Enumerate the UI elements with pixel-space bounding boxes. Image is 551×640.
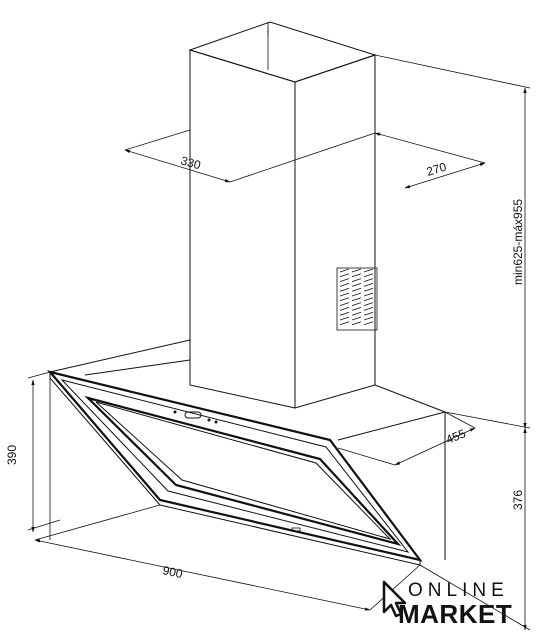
chimney-top xyxy=(188,21,377,83)
vent-slat xyxy=(363,321,374,326)
vent-slat xyxy=(339,268,350,273)
dim-label-330: 330 xyxy=(179,153,202,172)
vent-slat xyxy=(339,321,350,326)
control-panel-frame xyxy=(84,395,402,547)
dim-label-455: 455 xyxy=(444,426,468,447)
vent-slat xyxy=(363,302,374,306)
dim-label-900: 900 xyxy=(161,563,184,581)
vent-slat xyxy=(363,316,374,321)
vent-slat xyxy=(339,316,350,321)
dimension-390: 390 xyxy=(5,371,61,533)
vent-slat xyxy=(351,311,362,316)
vent-slat xyxy=(339,311,350,316)
vent-slat xyxy=(363,287,374,292)
vent-slat xyxy=(363,273,374,278)
vent-slat xyxy=(351,273,362,278)
vent-slat xyxy=(351,307,362,311)
cursor-icon xyxy=(382,580,407,618)
vent-slat xyxy=(351,302,362,306)
vent-slat xyxy=(351,283,362,287)
dimension-270: 270 xyxy=(294,132,486,189)
chimney-side-face xyxy=(294,54,376,409)
vent-slat xyxy=(351,292,362,297)
vent-slat xyxy=(351,316,362,321)
dimension-height-range: min625-máx955 xyxy=(374,54,531,429)
vent-slat xyxy=(363,311,374,316)
vent-slat xyxy=(351,287,362,292)
vent-slat xyxy=(363,283,374,287)
vent-slat xyxy=(339,297,350,302)
vent-slat xyxy=(363,278,374,282)
vent-slat xyxy=(351,268,362,273)
hood-canopy xyxy=(46,339,446,566)
vent-slat xyxy=(351,321,362,326)
dim-label-376: 376 xyxy=(511,490,525,510)
dim-label-270: 270 xyxy=(425,160,449,179)
dimension-376: 376 xyxy=(419,411,531,631)
vent-slat xyxy=(339,278,350,282)
vent-slat xyxy=(363,297,374,302)
vent-slat xyxy=(339,307,350,311)
vent-slat xyxy=(339,292,350,297)
control-button-main xyxy=(184,411,202,419)
vent-slat xyxy=(339,302,350,306)
vent-slat xyxy=(339,287,350,292)
logo-line2: MARKET xyxy=(398,599,512,629)
online-market-logo: ONLINE MARKET xyxy=(382,580,512,629)
vent-grille xyxy=(336,267,378,331)
vent-slat xyxy=(363,268,374,273)
vent-slat xyxy=(363,292,374,297)
vent-slat xyxy=(363,307,374,311)
dimension-900: 900 xyxy=(34,378,421,611)
vent-slat xyxy=(339,273,350,278)
chimney-front-face xyxy=(189,49,296,409)
dim-label-height-range: min625-máx955 xyxy=(511,199,525,285)
dimension-455: 455 xyxy=(337,411,476,466)
control-buttons xyxy=(173,410,301,532)
vent-slat xyxy=(351,278,362,282)
chimney xyxy=(188,21,377,409)
vent-slat xyxy=(339,283,350,287)
dimension-330: 330 xyxy=(124,129,296,183)
logo-line1: ONLINE xyxy=(408,580,509,601)
vent-slat xyxy=(351,297,362,302)
glass-panel-inner-edge xyxy=(60,379,410,553)
dim-label-390: 390 xyxy=(5,445,19,465)
